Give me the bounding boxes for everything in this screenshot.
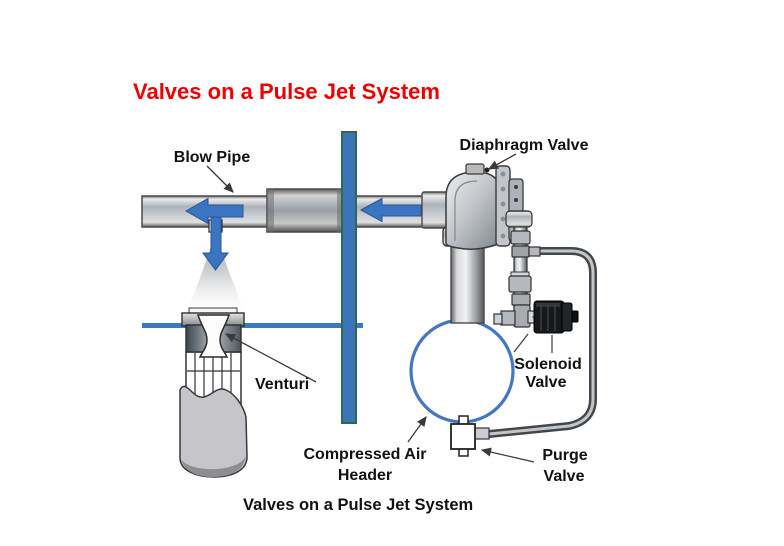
- airflow-arrow-left-1: [184, 197, 244, 225]
- venturi-label: Venturi: [255, 376, 309, 393]
- valve-top-bolt: [484, 167, 490, 173]
- valve-top-boss: [465, 163, 485, 175]
- pipe-union-upper: [510, 230, 531, 245]
- purge-valve-fitting: [473, 427, 490, 440]
- coupling-end-band: [337, 189, 344, 232]
- control-tube: [488, 247, 597, 438]
- pipe-union-lower: [508, 275, 532, 293]
- blow-pipe-leader-arrow: [206, 165, 234, 193]
- solenoid-valve-label-line1: Solenoid: [514, 356, 582, 373]
- tee-end-cap: [493, 313, 503, 325]
- pipe-coupling: [266, 188, 345, 233]
- compressed-air-header-label-line2: Header: [338, 467, 392, 484]
- purge-valve-label-line2: Valve: [544, 468, 585, 485]
- solenoid-pipe-assembly: [493, 210, 541, 328]
- diaphragm-valve: [421, 163, 524, 324]
- blow-pipe-label: Blow Pipe: [174, 149, 251, 166]
- tube-branch-collar: [511, 245, 530, 258]
- airflow-arrow-left-2: [359, 197, 422, 223]
- coupling-end-band: [267, 189, 274, 232]
- pilot-elbow: [505, 210, 533, 228]
- solenoid-leader-line-1: [513, 333, 529, 353]
- tee-left-port: [500, 310, 516, 326]
- valve-dome: [445, 171, 502, 250]
- valve-outlet-pipe: [450, 243, 485, 324]
- diaphragm-valve-leader-arrow: [487, 153, 517, 170]
- venturi-throat: [196, 314, 231, 358]
- solenoid-end-cap: [561, 302, 573, 332]
- diagram-caption: Valves on a Pulse Jet System: [243, 496, 473, 514]
- tube-sheet-line: [142, 323, 363, 328]
- tube-branch-nipple: [528, 246, 541, 257]
- purge-valve-label-line1: Purge: [542, 447, 587, 464]
- baghouse-wall: [341, 131, 357, 424]
- solenoid-valve-body: [513, 300, 579, 353]
- purge-valve-body: [450, 415, 490, 457]
- dome-inner-line: [454, 180, 478, 241]
- diaphragm-valve-label: Diaphragm Valve: [460, 137, 589, 154]
- pulse-down-arrow: [202, 212, 229, 271]
- bag-bottom-shade: [181, 456, 246, 477]
- venturi-leader-arrow: [224, 333, 317, 383]
- pipe-collar-lower: [511, 293, 531, 306]
- header-leader-arrow: [407, 415, 427, 443]
- filter-bag: [179, 385, 248, 478]
- compressed-air-header-label-line1: Compressed Air: [304, 446, 427, 463]
- page-title: Valves on a Pulse Jet System: [133, 79, 440, 104]
- compressed-air-header-tank: [409, 318, 515, 424]
- purge-valve-leader-arrow: [480, 447, 535, 463]
- venturi-assembly: [181, 307, 245, 358]
- solenoid-nub: [571, 310, 579, 323]
- tube-highlight: [488, 249, 595, 436]
- solenoid-valve-label-line2: Valve: [526, 374, 567, 391]
